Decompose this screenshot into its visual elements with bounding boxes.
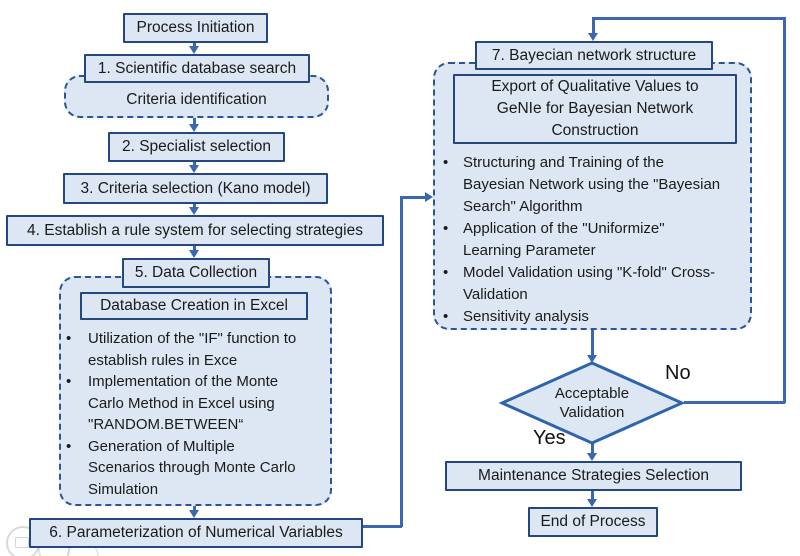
- bullet-text: Application of the "Uniformize" Learning…: [463, 220, 665, 259]
- flow-line: [193, 118, 196, 125]
- flow-line: [783, 17, 786, 403]
- node-label: 3. Criteria selection (Kano model): [80, 179, 311, 197]
- node-end-of-process: End of Process: [528, 507, 658, 537]
- flow-line: [591, 443, 594, 454]
- node-label: 2. Specialist selection: [121, 138, 272, 156]
- flow-line: [193, 162, 196, 166]
- node-label: 7. Bayecian network structure: [491, 46, 697, 64]
- flow-line: [363, 525, 402, 528]
- label-criteria-identification: Criteria identification: [64, 85, 329, 115]
- bullet-icon: •: [443, 308, 449, 325]
- node-step7-bayesian-structure: 7. Bayecian network structure: [475, 41, 713, 70]
- bullet-icon: •: [66, 330, 72, 347]
- node-database-creation: Database Creation in Excel: [80, 292, 308, 320]
- list-item: • Implementation of the Monte Carlo Meth…: [66, 371, 328, 436]
- list-item: • Application of the "Uniformize" Learni…: [443, 218, 749, 262]
- flow-line: [684, 401, 785, 404]
- arrow-down-icon: [587, 453, 597, 461]
- node-label: Database Creation in Excel: [100, 297, 288, 315]
- arrow-right-icon: [425, 192, 433, 202]
- arrow-down-icon: [587, 499, 597, 507]
- bullet-text: Model Validation using "K-fold" Cross- V…: [463, 264, 716, 303]
- bullet-icon: •: [443, 154, 449, 171]
- list-item: • Model Validation using "K-fold" Cross-…: [443, 262, 749, 306]
- flow-line: [591, 491, 594, 500]
- node-label: 5. Data Collection: [134, 264, 258, 282]
- bayesian-bullet-list: • Structuring and Training of the Bayesi…: [443, 152, 749, 328]
- decision-label: Acceptable Validation: [522, 379, 662, 427]
- data-collection-bullet-list: • Utilization of the "IF" function to es…: [66, 328, 328, 500]
- bullet-icon: •: [443, 264, 449, 281]
- node-export-genie: Export of Qualitative Values to GeNIe fo…: [453, 74, 737, 144]
- bullet-icon: •: [443, 220, 449, 237]
- node-maintenance-selection: Maintenance Strategies Selection: [445, 461, 742, 491]
- node-label: 4. Establish a rule system for selecting…: [27, 221, 363, 239]
- node-label: 6. Parameterization of Numerical Variabl…: [49, 524, 343, 542]
- node-step3-criteria-selection: 3. Criteria selection (Kano model): [63, 173, 328, 204]
- flow-line: [400, 196, 403, 527]
- decision-diamond: [499, 361, 685, 445]
- bullet-text: Utilization of the "IF" function to esta…: [88, 330, 297, 369]
- list-item: • Structuring and Training of the Bayesi…: [443, 152, 749, 218]
- node-label: Maintenance Strategies Selection: [478, 467, 709, 485]
- bullet-text: Implementation of the Monte Carlo Method…: [88, 373, 279, 433]
- arrow-down-icon: [587, 355, 597, 363]
- bullet-text: Structuring and Training of the Bayesian…: [463, 154, 721, 215]
- flow-line: [591, 17, 595, 34]
- arrow-down-icon: [587, 33, 598, 41]
- list-item: • Generation of Multiple Scenarios throu…: [66, 436, 328, 501]
- bullet-icon: •: [66, 437, 72, 455]
- bullet-text: Generation of Multiple Scenarios through…: [88, 437, 296, 498]
- node-step5-data-collection: 5. Data Collection: [122, 258, 270, 288]
- flow-line: [193, 43, 196, 48]
- node-step6-parameterization: 6. Parameterization of Numerical Variabl…: [29, 518, 363, 548]
- node-step4-rule-system: 4. Establish a rule system for selecting…: [6, 215, 384, 246]
- flow-line: [400, 196, 426, 199]
- arrow-down-icon: [189, 124, 199, 132]
- node-label: Acceptable Validation: [554, 385, 630, 421]
- flow-line: [591, 330, 594, 356]
- node-process-initiation: Process Initiation: [123, 13, 268, 43]
- node-label: Criteria identification: [126, 91, 267, 108]
- list-item: • Sensitivity analysis: [443, 306, 749, 328]
- arrow-down-icon: [189, 165, 199, 173]
- node-label: 1. Scientific database search: [97, 59, 297, 77]
- flow-line: [193, 204, 196, 208]
- node-step2-specialist-selection: 2. Specialist selection: [108, 132, 285, 162]
- branch-no-label: No: [665, 362, 691, 384]
- arrow-down-icon: [189, 510, 199, 518]
- node-step1-database-search: 1. Scientific database search: [84, 54, 310, 83]
- camera-icon: [15, 537, 29, 548]
- flow-line: [592, 17, 785, 20]
- flow-line: [193, 246, 196, 251]
- arrow-down-icon: [189, 207, 199, 215]
- node-label: End of Process: [540, 513, 646, 531]
- arrow-down-icon: [189, 250, 199, 258]
- node-label: Export of Qualitative Values to GeNIe fo…: [491, 78, 699, 139]
- node-label: Process Initiation: [136, 19, 255, 37]
- bullet-text: Sensitivity analysis: [463, 308, 589, 325]
- arrow-down-icon: [189, 46, 199, 54]
- branch-yes-label: Yes: [533, 427, 566, 449]
- bullet-icon: •: [66, 373, 72, 390]
- flow-line: [193, 506, 196, 511]
- list-item: • Utilization of the "IF" function to es…: [66, 328, 328, 371]
